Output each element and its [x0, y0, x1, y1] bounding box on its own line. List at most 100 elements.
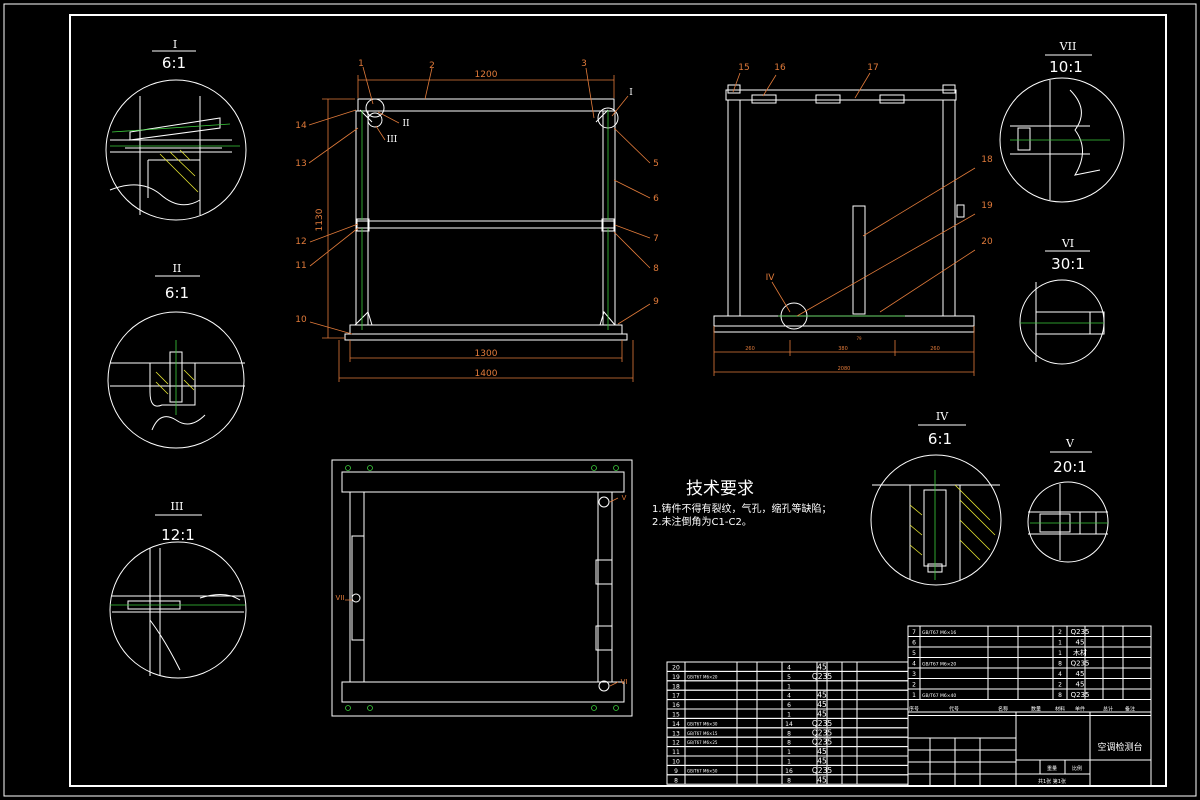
- bom-left-no: 12: [672, 740, 680, 747]
- dim-side-c: 260: [930, 346, 940, 352]
- detail-iv-label: IV: [936, 410, 949, 423]
- detail-vii: VII 10:1: [999, 40, 1125, 203]
- detail-iii: III 12:1: [109, 500, 247, 679]
- detail-iii-circle: [109, 541, 247, 679]
- detail-vi-circle: [1019, 279, 1105, 365]
- detail-v-circle: [1027, 481, 1109, 563]
- bom-right-header: 序号: [909, 706, 919, 713]
- detail-vii-label: VII: [1059, 40, 1077, 53]
- detail-vii-circle: [999, 77, 1125, 203]
- side-leader-label: 15: [738, 63, 749, 73]
- bom-right-mat: Q235: [1071, 628, 1090, 636]
- tech-line-2: 2.未注倒角为C1-C2。: [652, 515, 752, 528]
- front-leader-label: 7: [653, 234, 659, 244]
- front-leader-label: 6: [653, 194, 659, 204]
- front-leader-label: 12: [295, 237, 306, 247]
- front-leader-label: III: [387, 135, 398, 145]
- detail-i-scale: 6:1: [162, 54, 186, 72]
- plan-mark-label: V: [622, 494, 627, 502]
- dim-top: 1200: [475, 70, 498, 80]
- detail-vi: VI 30:1: [1019, 237, 1105, 365]
- bom-left-mat: Q235: [812, 719, 832, 728]
- bom-left-mat: 45: [817, 700, 827, 709]
- bom-right-code: GB/T67 M6×40: [922, 693, 956, 699]
- bom-right-header: 数量: [1031, 706, 1041, 713]
- plan-mark-label: VI: [621, 678, 628, 686]
- dim-side-total: 2080: [838, 366, 851, 372]
- bom-left-no: 10: [672, 759, 680, 766]
- front-leader-label: 14: [295, 121, 307, 131]
- detail-vi-label: VI: [1061, 237, 1074, 250]
- front-leader-label: 11: [295, 261, 306, 271]
- bom-right-no: 6: [912, 640, 916, 647]
- detail-ii-label: II: [173, 262, 182, 275]
- detail-v: V 20:1: [1027, 437, 1109, 563]
- bom-left-qty: 14: [785, 721, 793, 728]
- bom-left-mat: 45: [817, 663, 827, 672]
- bom-left-mat: 45: [817, 691, 827, 700]
- title-block-sheet: 共1张 第1张: [1038, 778, 1066, 785]
- bom-left-no: 9: [674, 768, 678, 775]
- detail-vi-scale: 30:1: [1051, 255, 1085, 273]
- bom-left-code: GB/T67 M6×30: [687, 721, 718, 726]
- bom-left-code: GB/T67 M6×20: [687, 674, 718, 679]
- tech-requirements: 技术要求 1.铸件不得有裂纹，气孔，缩孔等缺陷； 2.未注倒角为C1-C2。: [652, 479, 832, 528]
- bom-left-qty: 16: [785, 768, 793, 775]
- bom-right-no: 7: [912, 629, 916, 636]
- outer-border: [3, 3, 1197, 797]
- bom-left-qty: 8: [787, 740, 791, 747]
- bom-left-mat: Q235: [812, 766, 832, 775]
- detail-iv-scale: 6:1: [928, 430, 952, 448]
- bom-left-qty: 8: [787, 730, 791, 737]
- bom-left-qty: 6: [787, 702, 791, 709]
- bom-right-header: 材料: [1055, 706, 1065, 713]
- detail-iv-circle: [870, 454, 1002, 586]
- front-leader-label: 13: [295, 159, 306, 169]
- bom-left-mat: Q235: [812, 738, 832, 747]
- bom-right-no: 4: [912, 661, 916, 668]
- bom-left-mat: 45: [817, 757, 827, 766]
- bom-left-qty: 4: [787, 665, 791, 672]
- bom-left-no: 14: [672, 721, 680, 728]
- bom-right-header: 代号: [949, 706, 959, 713]
- detail-v-label: V: [1065, 437, 1075, 450]
- bom-right-qty: 8: [1058, 692, 1062, 699]
- bom-left-no: 19: [672, 674, 680, 681]
- bom-right-qty: 1: [1058, 640, 1062, 647]
- bom-left-code: GB/T67 M6×15: [687, 731, 718, 736]
- side-leader-label: IV: [766, 273, 776, 283]
- bom-left-no: 20: [672, 665, 680, 672]
- detail-ii: II 6:1: [107, 262, 245, 449]
- bom-left-no: 8: [674, 777, 678, 784]
- bom-left-qty: 4: [787, 693, 791, 700]
- front-leader-label: II: [402, 119, 410, 129]
- bom-left-qty: 1: [787, 759, 791, 766]
- dim-side-small: 79: [856, 336, 862, 341]
- front-leader-label: 9: [653, 297, 659, 307]
- bom-right-mat: 45: [1076, 670, 1085, 678]
- dim-mid: 1300: [475, 349, 498, 359]
- detail-ii-circle: [107, 311, 245, 449]
- bom-left-qty: 1: [787, 683, 791, 690]
- detail-i-circle: [105, 79, 247, 221]
- tech-title: 技术要求: [686, 479, 754, 499]
- bom-right-mat: 45: [1076, 639, 1085, 647]
- bom-right-no: 5: [912, 650, 916, 657]
- front-leader-label: 10: [295, 315, 307, 325]
- plan-mark-label: VII: [336, 594, 345, 602]
- bom-right-qty: 1: [1058, 650, 1062, 657]
- detail-v-scale: 20:1: [1053, 458, 1087, 476]
- bom-left-no: 18: [672, 683, 680, 690]
- detail-iii-scale: 12:1: [161, 526, 195, 544]
- bom-right-code: GB/T67 M6×20: [922, 662, 956, 668]
- side-leader-label: 16: [774, 63, 786, 73]
- front-leader-label: 1: [358, 59, 364, 69]
- dim-bottom: 1400: [475, 369, 498, 379]
- bom-right-mat: 45: [1076, 681, 1085, 689]
- title-block: 空调检测台 重量 比例 共1张 第1张: [907, 711, 1152, 787]
- dim-height: 1130: [315, 208, 325, 231]
- side-leader-label: 19: [981, 201, 993, 211]
- bom-left-qty: 1: [787, 712, 791, 719]
- side-leader-label: 18: [981, 155, 993, 165]
